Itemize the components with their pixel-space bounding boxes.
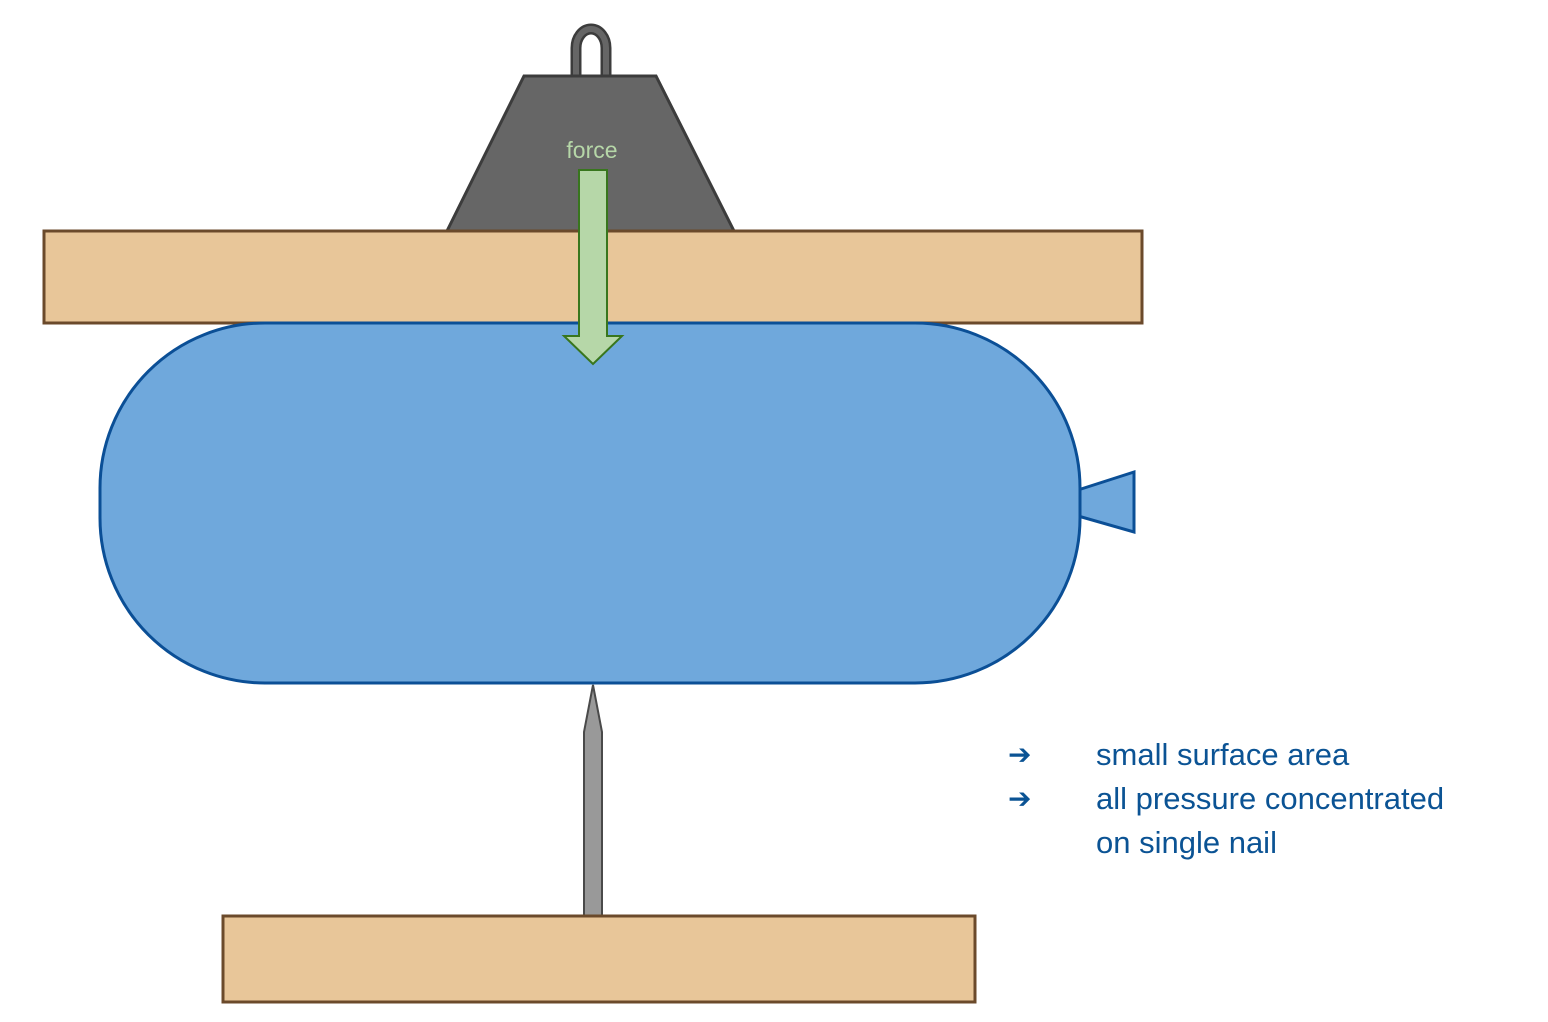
nail — [583, 684, 603, 917]
bottom-board — [221, 914, 977, 1004]
note-item: ➔ small surface area — [1008, 733, 1444, 777]
arrow-right-icon: ➔ — [1008, 782, 1032, 815]
force-label: force — [566, 137, 617, 163]
force-arrow — [561, 169, 625, 366]
weight-ring-inner — [573, 26, 609, 78]
note-text: on single nail — [1096, 825, 1277, 860]
balloon — [98, 321, 1082, 685]
note-text: small surface area — [1096, 737, 1350, 772]
note-item: ➔ all pressure concentrated on single na… — [1008, 777, 1444, 865]
balloon-nozzle — [1076, 469, 1136, 534]
explanation-notes: ➔ small surface area ➔ all pressure conc… — [1008, 733, 1444, 865]
arrow-right-icon: ➔ — [1008, 738, 1032, 771]
note-text: all pressure concentrated — [1096, 781, 1445, 816]
